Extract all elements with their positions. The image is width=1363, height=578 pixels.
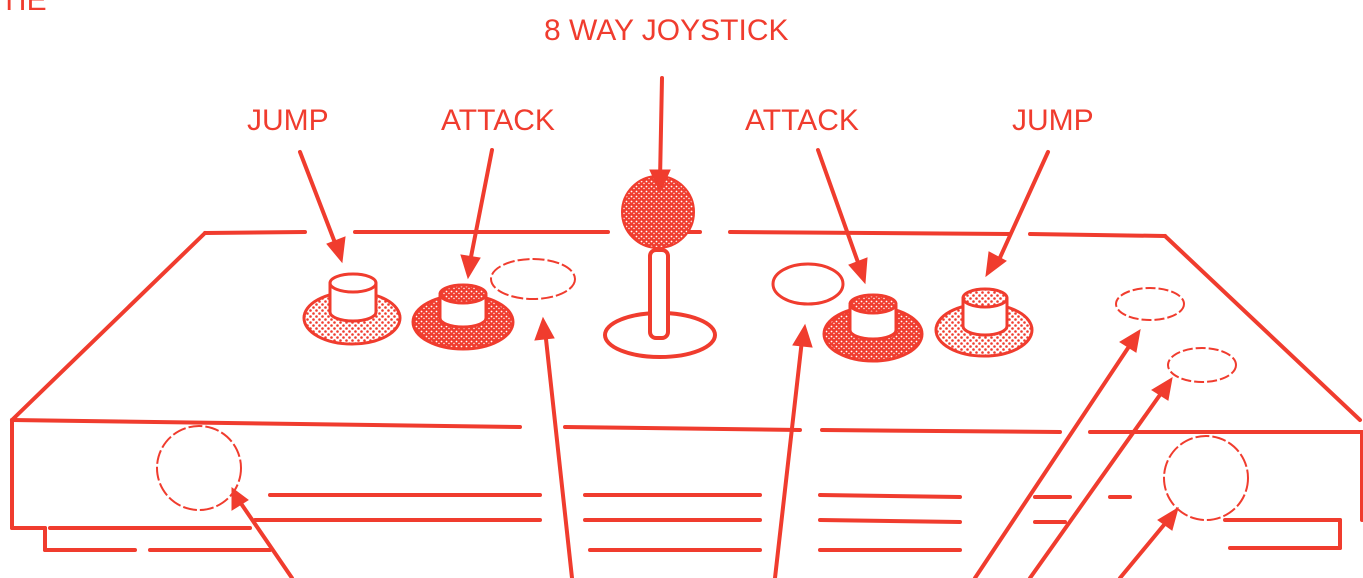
arrow-hole-right-2 bbox=[1028, 390, 1164, 578]
arrow-p2-attack bbox=[816, 148, 862, 270]
p2-attack-button-icon bbox=[822, 293, 924, 363]
p1-jump-button-icon bbox=[302, 272, 402, 346]
joystick-label: 8 WAY JOYSTICK bbox=[544, 14, 789, 47]
front-left-coin-slot bbox=[156, 425, 242, 511]
arrow-hole-left bbox=[543, 328, 574, 578]
empty-hole-right-1 bbox=[1115, 287, 1185, 321]
arrowhead-p1-attack bbox=[460, 254, 481, 280]
arrowhead-p2-attack bbox=[848, 257, 868, 285]
arrowhead-hole-center-right bbox=[792, 323, 813, 348]
arrow-p1-attack bbox=[468, 148, 494, 264]
p2-attack-label: ATTACK bbox=[745, 104, 859, 137]
arrowhead-front-left bbox=[231, 487, 249, 511]
front-right-coin-slot bbox=[1163, 435, 1249, 521]
top-left-fragment-label: TIE bbox=[0, 0, 47, 17]
empty-hole-right-2 bbox=[1167, 347, 1237, 383]
empty-hole-center-right bbox=[771, 262, 845, 306]
arrow-hole-right-1 bbox=[973, 343, 1132, 578]
arrow-front-right bbox=[1118, 518, 1170, 578]
joystick-icon bbox=[603, 175, 717, 359]
arrowhead-p2-jump bbox=[985, 251, 1007, 278]
arrow-joystick bbox=[658, 76, 664, 182]
arrow-p1-jump bbox=[298, 150, 339, 250]
arrow-front-left bbox=[238, 500, 294, 578]
p1-attack-button-icon bbox=[411, 283, 515, 351]
arrow-p2-jump bbox=[996, 150, 1050, 264]
arrowhead-front-right bbox=[1157, 506, 1179, 531]
p2-jump-label: JUMP bbox=[1012, 104, 1094, 137]
arrowhead-joystick bbox=[649, 169, 671, 194]
arrowhead-hole-left bbox=[534, 316, 555, 341]
empty-hole-left bbox=[490, 258, 576, 300]
arrowhead-p1-jump bbox=[326, 236, 346, 264]
arrowhead-hole-right-2 bbox=[1151, 377, 1173, 401]
pointer-arrows bbox=[231, 76, 1179, 578]
arrowhead-hole-right-1 bbox=[1119, 329, 1141, 353]
p1-jump-label: JUMP bbox=[247, 104, 329, 137]
p2-jump-button-icon bbox=[934, 287, 1034, 358]
p1-attack-label: ATTACK bbox=[441, 104, 555, 137]
arrow-hole-center-right bbox=[773, 338, 804, 578]
